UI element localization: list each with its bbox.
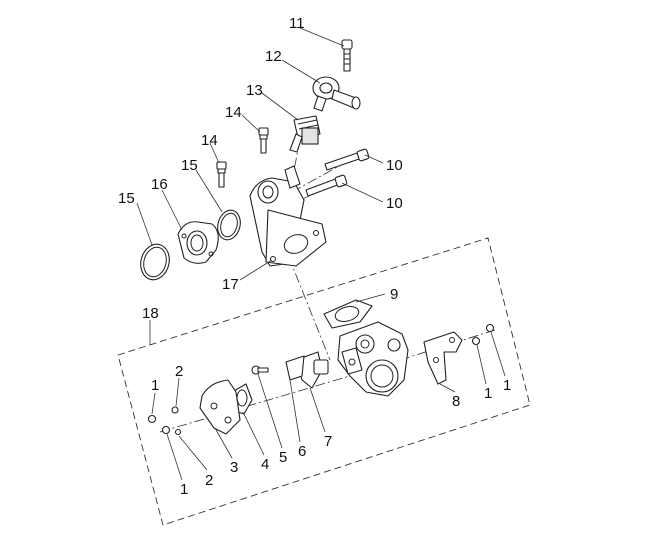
callout-4: 4 (261, 456, 269, 473)
callout-1-right-lower: 1 (484, 385, 492, 402)
callout-7: 7 (324, 433, 332, 450)
callout-14-upper: 14 (225, 104, 242, 121)
callout-1-right-upper: 1 (503, 377, 511, 394)
callout-5: 5 (279, 449, 287, 466)
callout-10-upper: 10 (386, 157, 403, 174)
callout-8: 8 (452, 393, 460, 410)
long-bolt-lower (305, 174, 348, 197)
callout-17: 17 (222, 276, 239, 293)
callout-16: 16 (151, 176, 168, 193)
screw-upper (258, 127, 269, 154)
sensor-screw (251, 365, 269, 375)
callout-18: 18 (142, 305, 159, 322)
callout-1-upper-left: 1 (151, 377, 159, 394)
callout-2-lower-left: 2 (205, 472, 213, 489)
callout-15-left: 15 (118, 190, 135, 207)
screw-1-right-bottom (471, 336, 481, 346)
o-ring-right (217, 209, 241, 241)
screw-1-left-bottom (161, 425, 171, 435)
throttle-bracket (423, 331, 463, 385)
o-ring-left (140, 243, 170, 281)
screw-lower (216, 161, 227, 188)
centre-axis-horizontal (159, 369, 371, 433)
sensor-bracket (285, 355, 305, 381)
screw-1-right-top (485, 323, 495, 333)
washer-2-left-top (171, 406, 179, 414)
throttle-gasket (323, 299, 373, 329)
throttle-cover (199, 379, 241, 435)
callout-9: 9 (390, 286, 398, 303)
injector-bolt (341, 39, 353, 72)
intake-manifold (249, 165, 327, 267)
callout-1-lower-left: 1 (180, 481, 188, 498)
washer-2-left-bottom (174, 428, 182, 436)
assembly-group-outline (117, 237, 531, 526)
long-bolt-upper (324, 148, 370, 171)
callout-11: 11 (289, 15, 305, 32)
callout-15-right: 15 (181, 157, 198, 174)
callout-3: 3 (230, 459, 238, 476)
callout-6: 6 (298, 443, 306, 460)
fuel-connector (312, 76, 361, 112)
fuel-injector (289, 115, 321, 153)
screw-1-left-top (147, 414, 157, 424)
callout-13: 13 (246, 82, 263, 99)
callout-2-upper-left: 2 (175, 363, 183, 380)
callout-14-lower: 14 (201, 132, 218, 149)
leader-lines (136, 27, 506, 481)
callout-10-lower: 10 (386, 195, 403, 212)
throttle-body (337, 321, 409, 397)
spacer-flange (177, 221, 219, 264)
callout-12: 12 (265, 48, 282, 65)
